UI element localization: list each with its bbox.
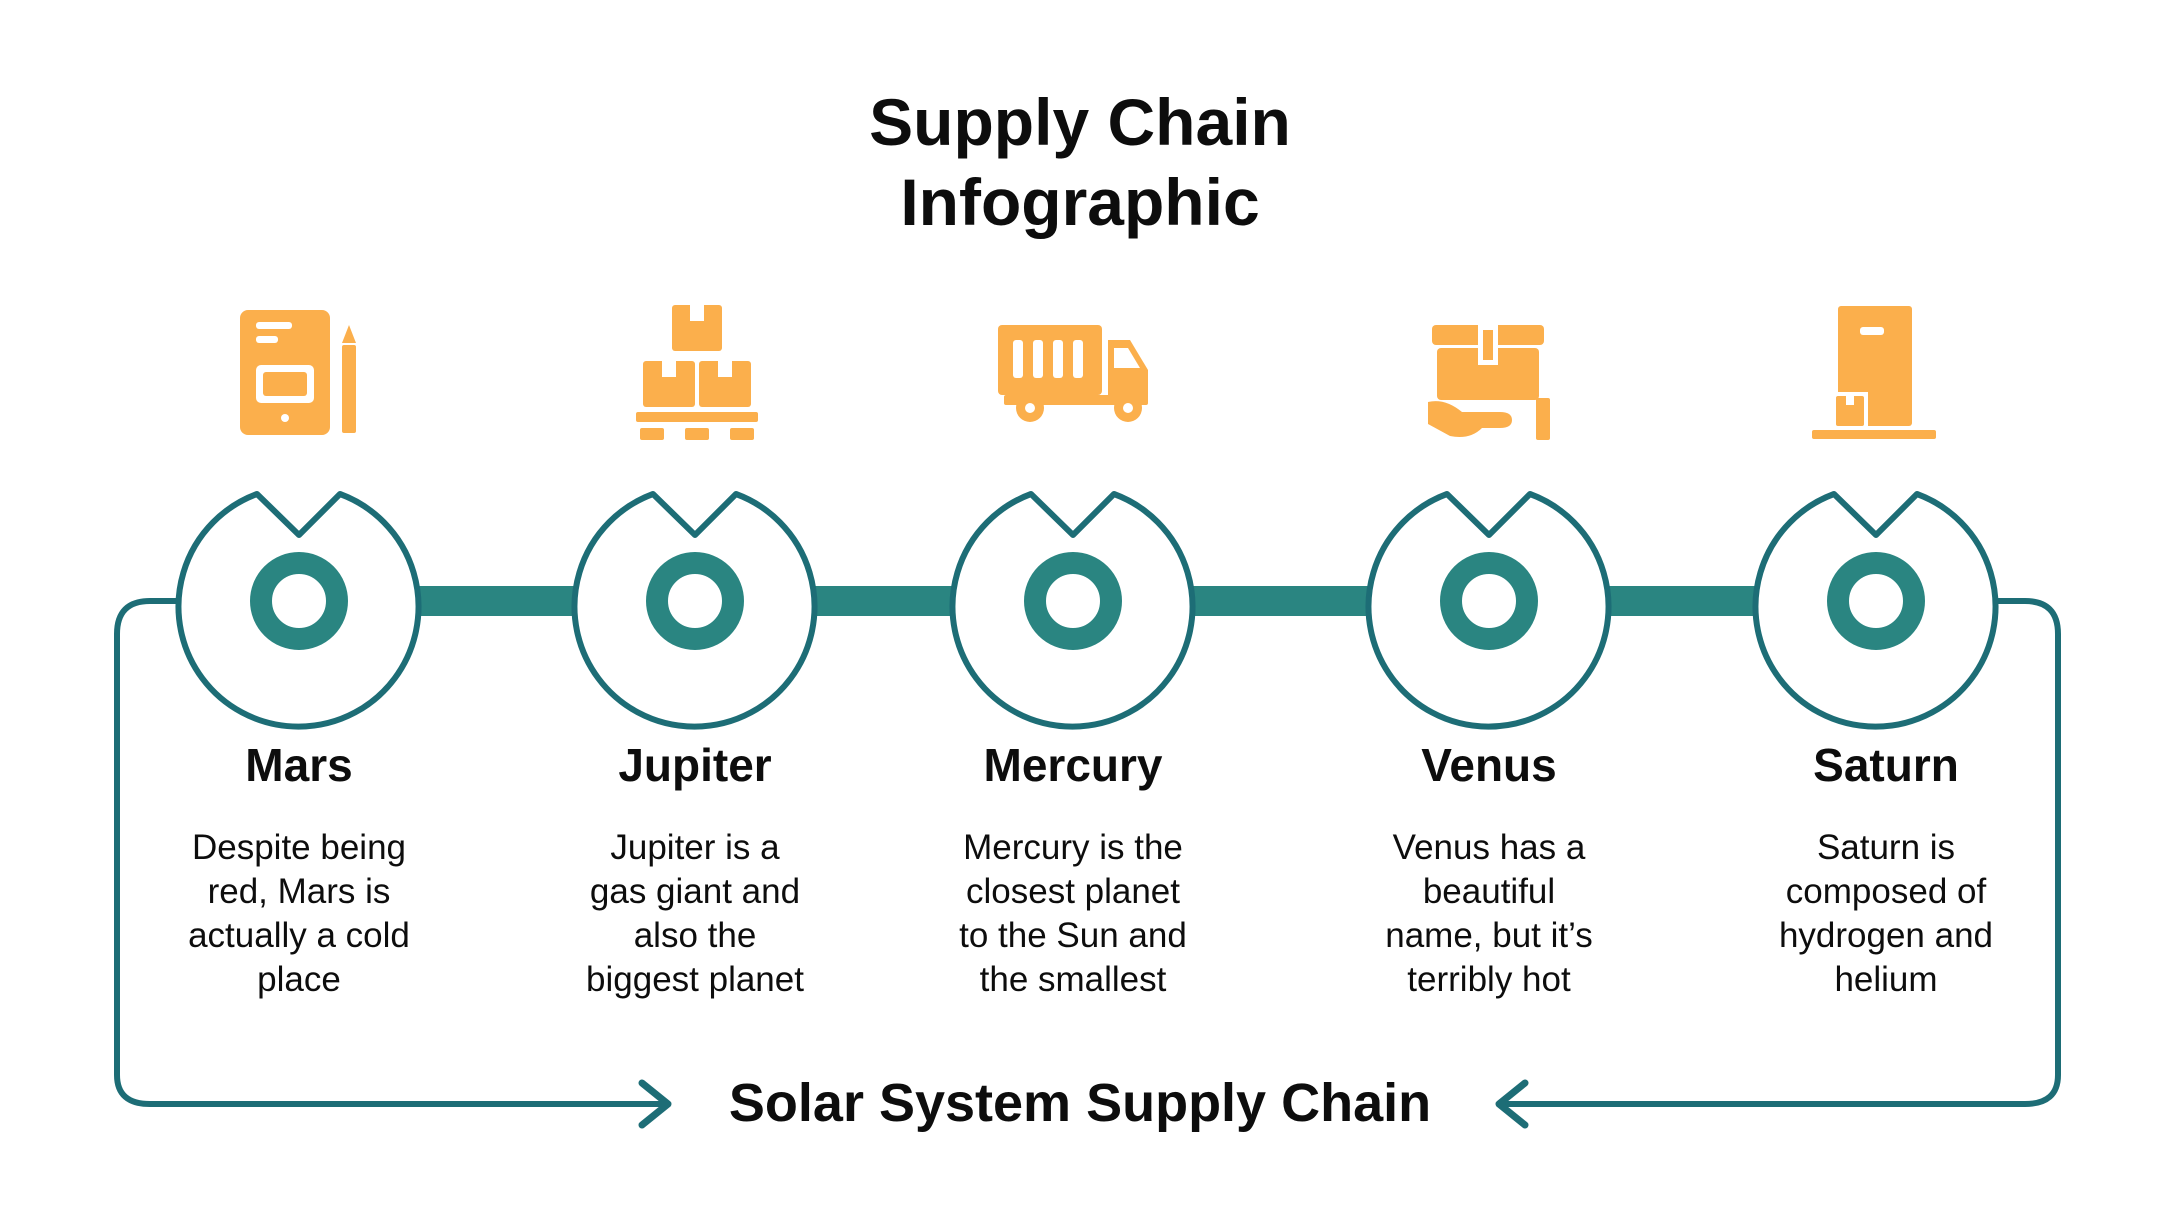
left-loop-line (114, 598, 668, 1107)
step-title-mars: Mars (245, 739, 353, 791)
node-4 (1440, 552, 1538, 650)
step-title-jupiter: Jupiter (618, 739, 772, 791)
step-desc-venus: Venus has a beautiful name, but it’s ter… (1385, 828, 1593, 999)
node-2 (646, 552, 744, 650)
step-title-mercury: Mercury (983, 739, 1163, 791)
step-desc-saturn: Saturn is composed of hydrogen and heliu… (1778, 828, 1994, 999)
node-5 (1827, 552, 1925, 650)
timeline-nodes (250, 552, 1925, 650)
title-line-2: Infographic (900, 165, 1260, 239)
node-1 (250, 552, 348, 650)
right-arrow-head (638, 1079, 672, 1129)
footer-caption: Solar System Supply Chain (728, 1073, 1432, 1133)
page-title: Supply Chain Infographic (0, 82, 2160, 242)
step-desc-jupiter: Jupiter is a gas giant and also the bigg… (586, 828, 804, 999)
title-line-1: Supply Chain (869, 85, 1291, 159)
stacked-boxes-pallet-icon (636, 305, 758, 440)
delivery-truck-icon (998, 325, 1148, 422)
step-desc-mercury: Mercury is the closest planet to the Sun… (959, 828, 1187, 999)
tablet-pencil-icon (240, 310, 356, 435)
right-loop-line (1499, 598, 2061, 1107)
node-3 (1024, 552, 1122, 650)
step-title-saturn: Saturn (1813, 739, 1959, 791)
hand-holding-box-icon (1428, 325, 1550, 440)
warehouse-door-icon (1812, 306, 1936, 439)
step-desc-mars: Despite being red, Mars is actually a co… (188, 828, 410, 999)
left-arrow-head (1495, 1079, 1529, 1129)
step-title-venus: Venus (1421, 739, 1557, 791)
